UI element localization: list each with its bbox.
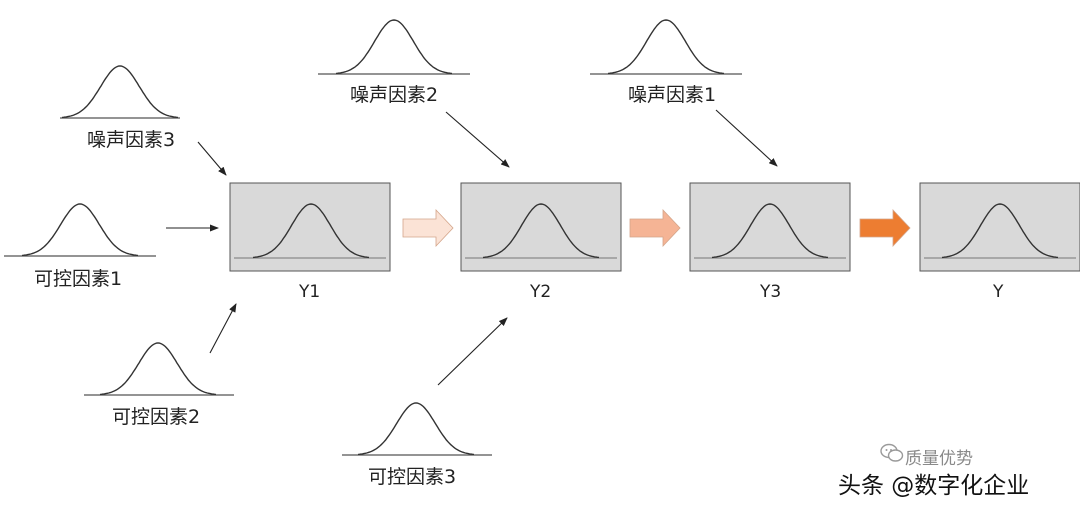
noise-factor-3-label: 噪声因素3 xyxy=(87,129,176,151)
flow-arrow-y3-y xyxy=(859,208,911,248)
output-y2-box-distribution-curve xyxy=(482,203,600,259)
output-y1-box-distribution-curve xyxy=(252,203,370,259)
noise-factor-3-curve xyxy=(60,65,180,119)
flow-arrow-y1-y2 xyxy=(402,208,454,248)
controllable-factor-3-curve-curve xyxy=(357,402,475,456)
noise-factor-1-curve xyxy=(590,19,742,75)
arrow-noise1-to-y3 xyxy=(715,109,778,167)
noise-factor-3-curve-curve xyxy=(61,65,179,119)
controllable-factor-1-curve-curve xyxy=(21,203,139,257)
output-y1-label: Y1 xyxy=(299,282,321,302)
watermark-source: 头条 @数字化企业 xyxy=(838,473,1030,499)
arrow-ctrl3-to-y2 xyxy=(437,317,508,386)
flow-arrow-y2-y3 xyxy=(629,208,681,248)
noise-factor-2-curve xyxy=(318,19,470,75)
output-y2-box-distribution xyxy=(465,203,617,259)
controllable-factor-1-curve xyxy=(4,203,156,257)
watermark-account: 质量优势 xyxy=(905,449,973,469)
arrow-noise3-to-y1 xyxy=(197,141,227,176)
noise-factor-1-curve-curve xyxy=(607,19,725,75)
output-y-box-distribution xyxy=(924,203,1076,259)
noise-factor-2-label: 噪声因素2 xyxy=(350,84,439,106)
noise-factor-2-curve-curve xyxy=(335,19,453,75)
arrow-ctrl2-to-y1 xyxy=(209,303,237,354)
controllable-factor-2-label: 可控因素2 xyxy=(112,406,201,428)
arrow-noise2-to-y2 xyxy=(445,111,510,168)
controllable-factor-2-curve xyxy=(84,342,234,396)
output-y1-box-distribution xyxy=(234,203,386,259)
controllable-factor-3-label: 可控因素3 xyxy=(368,466,457,488)
output-y3-box-distribution xyxy=(694,203,846,259)
output-y-label: Y xyxy=(993,282,1004,302)
noise-factor-1-label: 噪声因素1 xyxy=(628,84,717,106)
controllable-factor-2-curve-curve xyxy=(99,342,217,396)
controllable-factor-1-label: 可控因素1 xyxy=(34,268,123,290)
controllable-factor-3-curve xyxy=(342,402,492,456)
output-y3-label: Y3 xyxy=(760,282,782,302)
output-y2-label: Y2 xyxy=(530,282,552,302)
output-y3-box-distribution-curve xyxy=(711,203,829,259)
output-y-box-distribution-curve xyxy=(941,203,1059,259)
wechat-icon xyxy=(880,443,904,462)
